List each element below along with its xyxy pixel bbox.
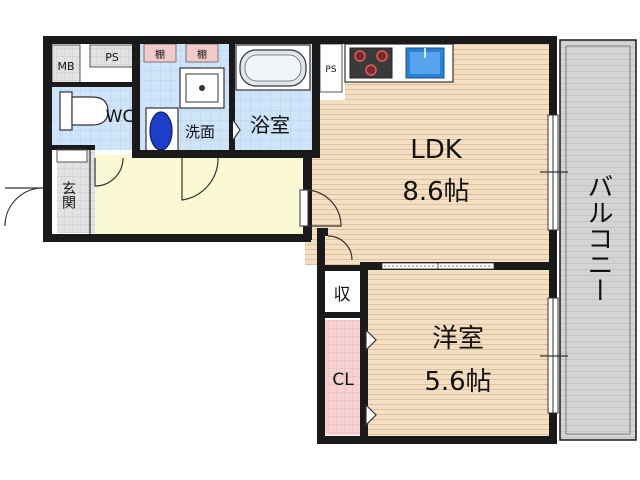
sliding-partition — [368, 262, 549, 270]
storage-label: 収 — [334, 285, 351, 305]
toilet-door — [94, 157, 124, 187]
ps-top-label: PS — [105, 51, 119, 64]
mb-box — [51, 44, 81, 84]
shelf-1-label: 棚 — [155, 48, 165, 61]
entrance-label: 玄関 — [60, 180, 76, 210]
ldk-door-frame — [299, 189, 309, 227]
western-room-size: 5.6帖 — [424, 367, 491, 397]
mb-label: MB — [57, 60, 74, 73]
shoe-cabinet — [56, 149, 88, 163]
toilet-fixture — [59, 91, 109, 131]
washroom-label: 洗面 — [185, 123, 215, 141]
hallway-floor — [95, 155, 305, 235]
shelf-2-label: 棚 — [197, 48, 207, 61]
washbasin — [145, 107, 179, 155]
storage-floor — [325, 275, 365, 315]
ldk-label: LDK — [410, 135, 463, 165]
storage-door — [327, 235, 353, 261]
front-door — [4, 187, 44, 227]
balcony-label: バルコニー — [583, 173, 613, 303]
washing-machine-pan — [179, 67, 225, 109]
ps-kitchen-label: PS — [325, 65, 336, 75]
toilet-label: WC — [106, 107, 135, 127]
western-room-label: 洋室 — [432, 324, 484, 354]
closet-label: CL — [332, 370, 354, 390]
balcony: バルコニー — [559, 39, 637, 441]
closet-doors — [365, 328, 377, 427]
bath-door — [232, 119, 241, 141]
washroom-door — [181, 157, 219, 201]
ldk-door — [304, 189, 342, 227]
window-ldk — [540, 114, 568, 231]
closet-floor — [325, 320, 365, 435]
kitchen-counter — [344, 43, 454, 83]
western-room-floor — [365, 270, 553, 438]
ldk-size: 8.6帖 — [402, 177, 469, 207]
door-swings — [4, 157, 353, 261]
bathroom-label: 浴室 — [250, 113, 290, 137]
bathtub — [235, 44, 311, 91]
window-western — [540, 297, 568, 414]
